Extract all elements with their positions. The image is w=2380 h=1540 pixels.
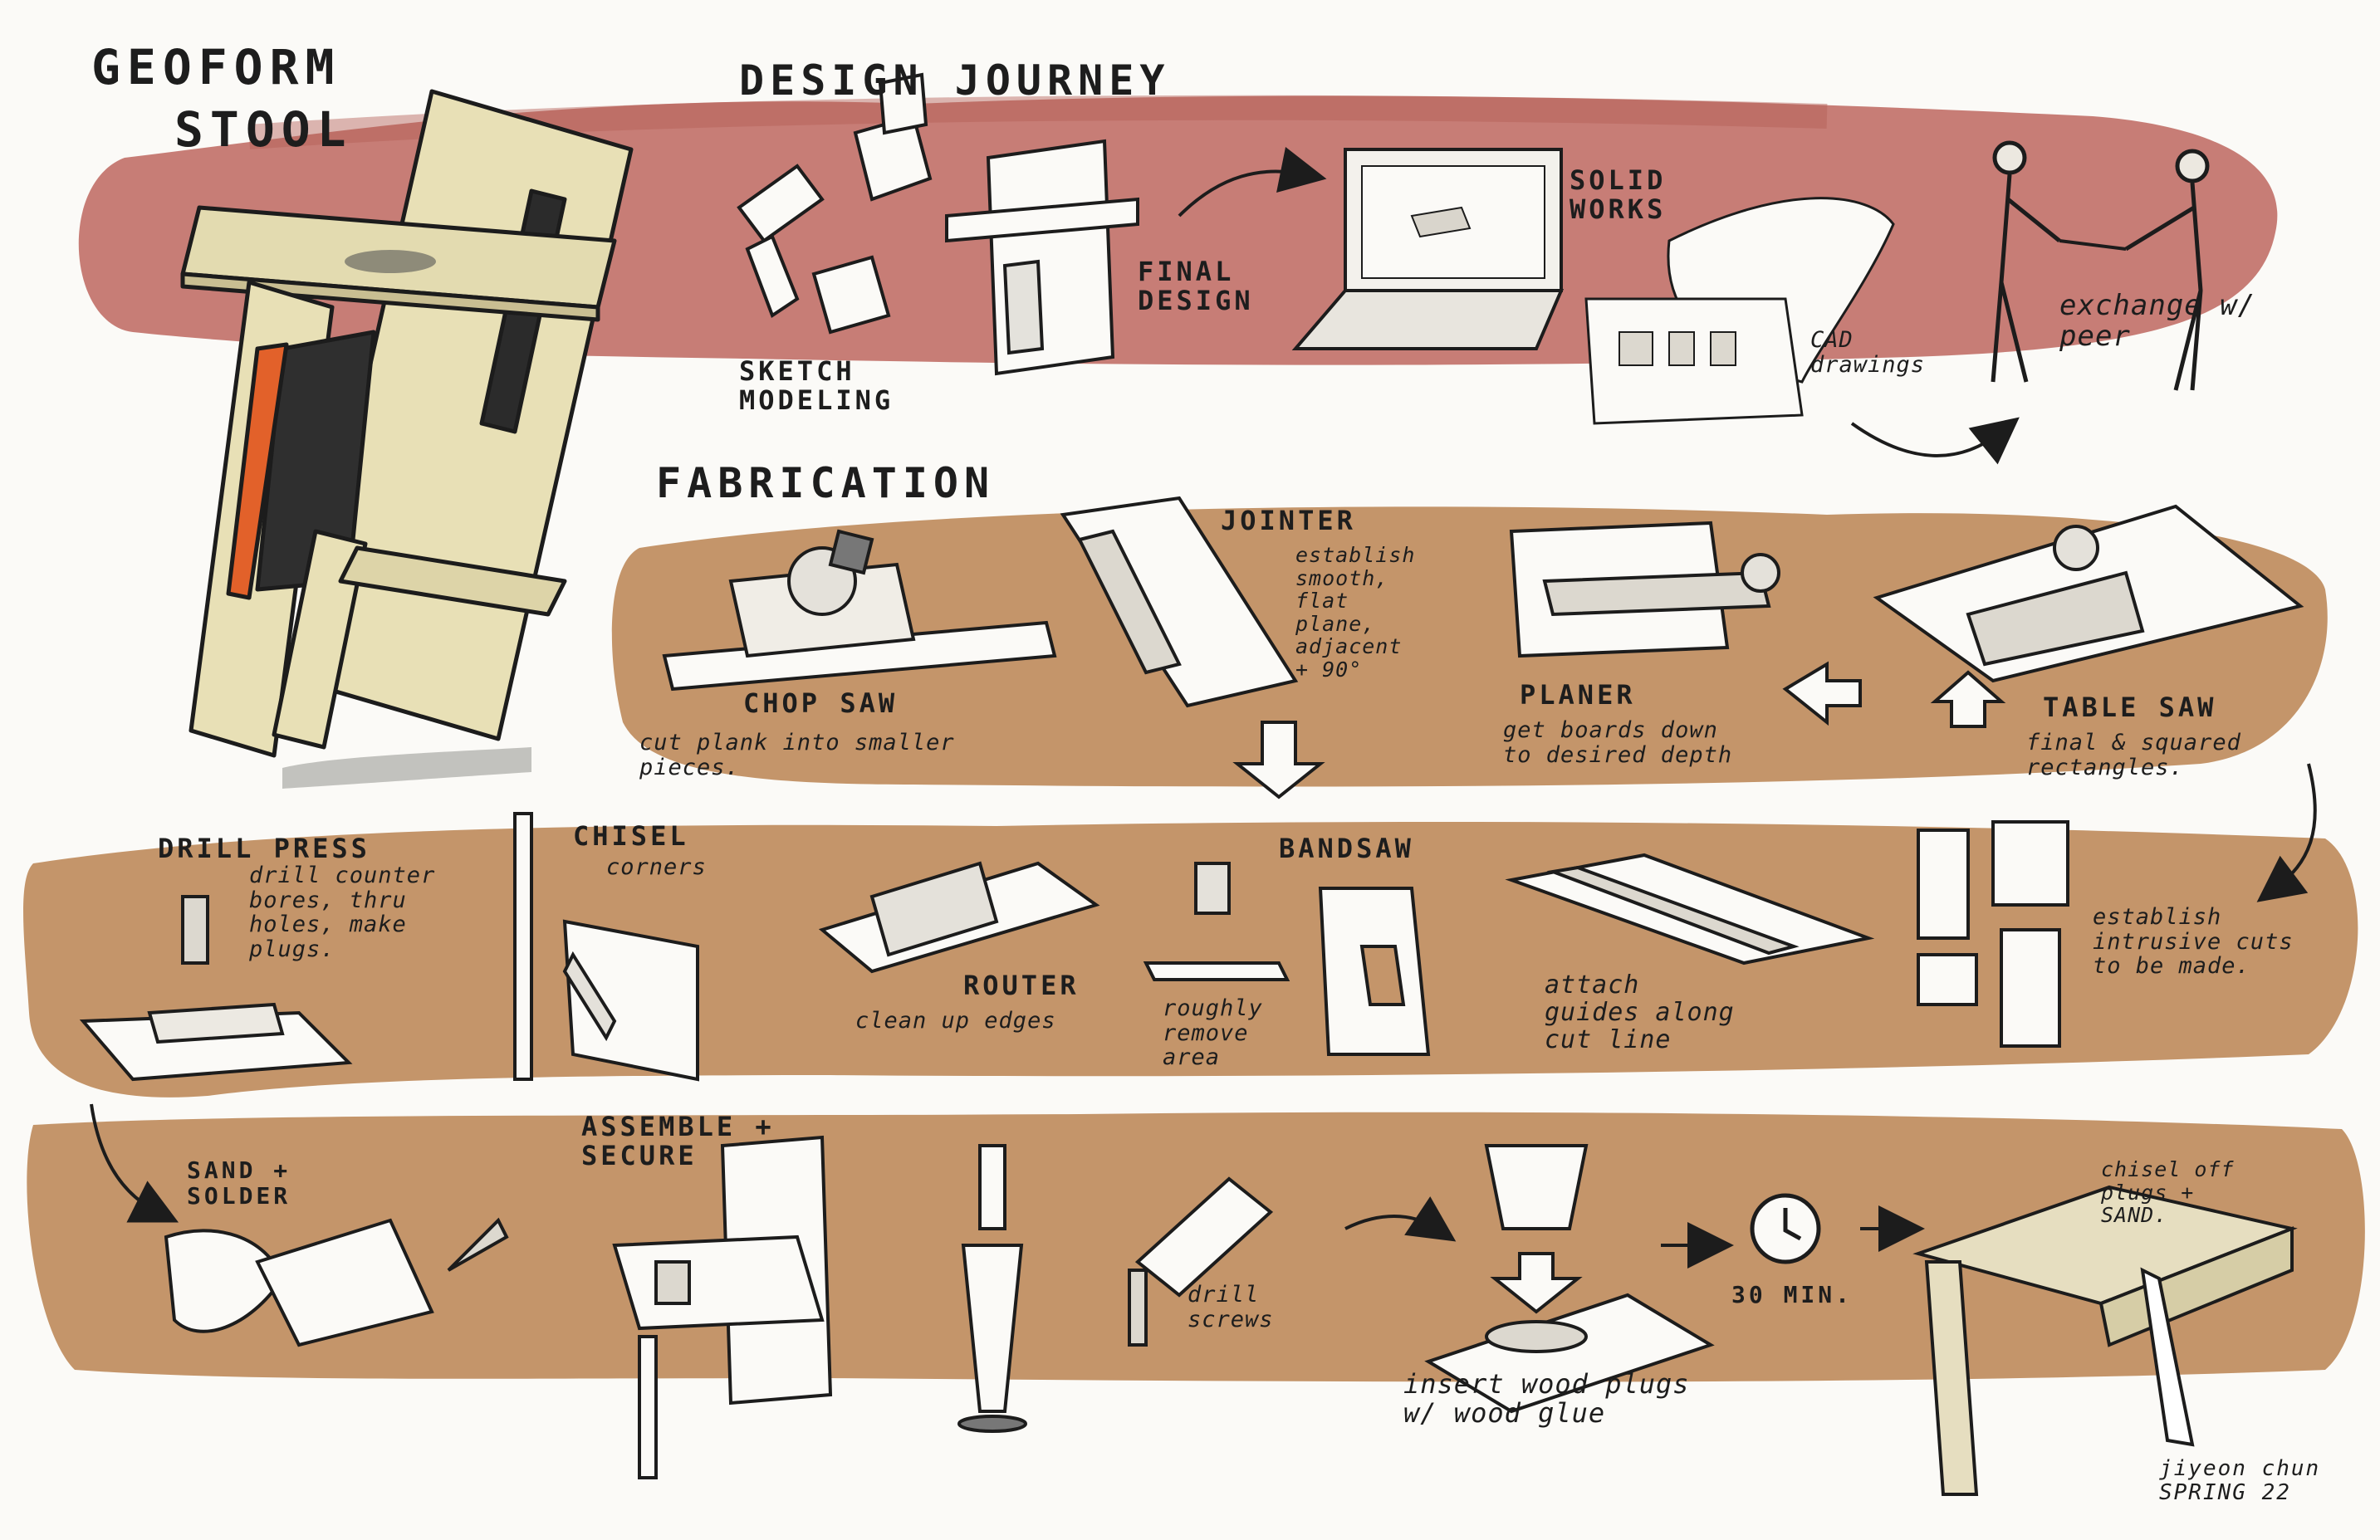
attach-guides-sketch [1505, 853, 1875, 966]
note-drill-press: drill counter bores, thru holes, make pl… [249, 863, 436, 963]
label-chop-saw: CHOP SAW [743, 687, 899, 719]
label-bandsaw: BANDSAW [1279, 833, 1414, 864]
label-exchange-peer: exchange w/ peer [2059, 289, 2256, 354]
bandsaw-sketch [1143, 862, 1431, 1056]
glue-cup-sketch [1424, 1144, 1715, 1414]
label-cad-drawings: CAD drawings [1810, 327, 1926, 378]
cad-drawings-sketch [1584, 197, 1895, 425]
note-planer: get boards down to desired depth [1503, 717, 1733, 768]
final-stool-sketch [1912, 1185, 2298, 1496]
screw-sketch [957, 1144, 1027, 1433]
arrow-to-plugs [1344, 1196, 1457, 1242]
cut-layout-sketch [1917, 820, 2069, 1048]
peer-figures [1991, 140, 2210, 391]
sand-solder-sketch [164, 1217, 509, 1347]
laptop-sketch [1291, 148, 1565, 350]
arrow-row1-to-row2 [2256, 763, 2317, 902]
arrow-to-laptop [1178, 147, 1327, 218]
arrow-to-fabrication [1850, 417, 2020, 465]
note-jointer: establish smooth, flat plane, adjacent +… [1295, 543, 1416, 682]
jointer-sketch [1060, 496, 1325, 799]
note-bandsaw: roughly remove area [1163, 995, 1263, 1071]
note-chop-saw: cut plank into smaller pieces. [639, 730, 955, 780]
label-router: ROUTER [963, 970, 1080, 1001]
section-fabrication: FABRICATION [656, 459, 996, 507]
label-chisel: CHISEL [573, 820, 689, 852]
label-table-saw: TABLE SAW [2043, 692, 2217, 723]
arrow-row2-to-row3 [90, 1103, 179, 1223]
drill-press-sketch [79, 895, 353, 1082]
note-chisel-off: chisel off plugs + SAND. [2101, 1157, 2235, 1227]
note-establish-cuts: establish intrusive cuts to be made. [2093, 904, 2294, 980]
label-drill-press: DRILL PRESS [158, 833, 370, 864]
band-fab-row1 [611, 506, 2328, 787]
label-jointer: JOINTER [1221, 505, 1356, 536]
label-assemble-secure: ASSEMBLE + SECURE [581, 1111, 775, 1172]
label-sand-solder: SAND + SOLDER [187, 1156, 291, 1210]
artist-signature: jiyeon chun SPRING 22 [2159, 1456, 2321, 1505]
sketch-models [737, 72, 1139, 376]
router-sketch [818, 861, 1100, 974]
label-timer: 30 MIN. [1731, 1281, 1854, 1308]
label-sketch-modeling: SKETCH MODELING [739, 355, 894, 417]
label-planer: PLANER [1520, 679, 1636, 711]
title-line-2: STOOL [174, 101, 353, 158]
note-router: clean up edges [855, 1008, 1056, 1034]
table-saw-sketch [1873, 504, 2304, 728]
section-design-journey: DESIGN JOURNEY [739, 56, 1171, 105]
assemble-sketch [612, 1135, 833, 1479]
note-chisel: corners [606, 854, 707, 880]
label-solidworks: SOLID WORKS [1570, 164, 1667, 226]
chop-saw-sketch [662, 529, 1057, 692]
note-table-saw: final & squared rectangles. [2026, 730, 2241, 780]
title-line-1: GEoFORM [91, 39, 341, 95]
stool-illustration [180, 89, 634, 789]
note-attach-guides: attach guides along cut line [1545, 970, 1735, 1054]
chisel-sketch [513, 812, 699, 1082]
planer-sketch [1509, 521, 1862, 726]
drill-hand-sketch [1128, 1176, 1274, 1347]
label-final-design: FINAL DESIGN [1138, 256, 1254, 317]
clock-icon [1750, 1193, 1821, 1264]
note-insert-plugs: insert wood plugs w/ wood glue [1403, 1368, 1690, 1430]
note-drill-screws: drill screws [1188, 1282, 1274, 1332]
